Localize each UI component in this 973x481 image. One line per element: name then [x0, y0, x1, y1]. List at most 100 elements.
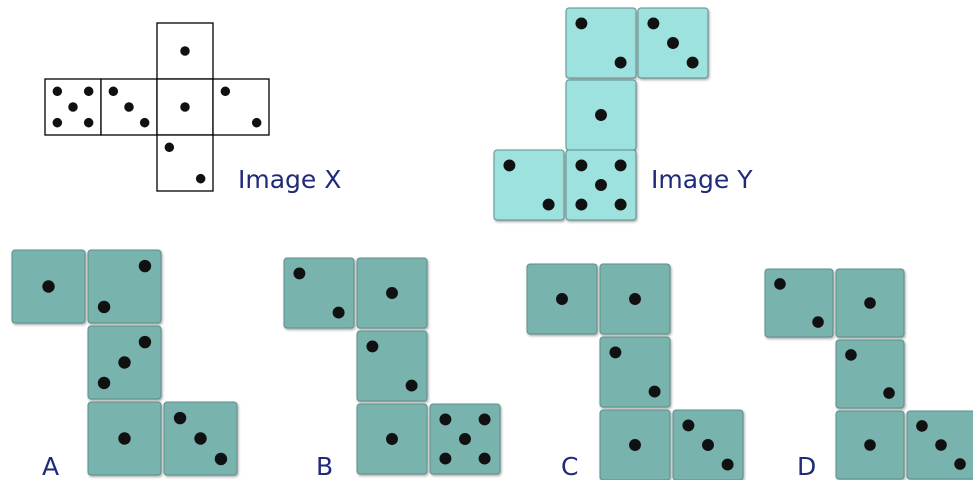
- pip: [556, 293, 568, 305]
- pip: [386, 433, 398, 445]
- die-face: [156, 134, 214, 192]
- option-d-label[interactable]: D: [797, 452, 817, 481]
- die-face: [429, 403, 501, 475]
- die-face: [44, 78, 102, 136]
- pip: [609, 346, 622, 359]
- die-face: [599, 336, 671, 408]
- pip: [332, 306, 345, 319]
- pip: [682, 419, 695, 432]
- pip: [812, 316, 824, 328]
- option-c-net[interactable]: [526, 263, 744, 480]
- pip: [194, 432, 207, 445]
- pip: [647, 17, 660, 30]
- die-face: [212, 78, 270, 136]
- pip: [542, 198, 555, 211]
- pip: [503, 159, 516, 172]
- pip: [459, 433, 471, 445]
- die-face: [11, 249, 86, 324]
- image-x-net: [44, 22, 270, 192]
- pip: [124, 102, 134, 112]
- pip: [667, 37, 679, 49]
- pip: [478, 452, 491, 465]
- die-face: [764, 268, 834, 338]
- die-face: [493, 149, 565, 221]
- die-face: [100, 78, 158, 136]
- pip: [251, 117, 262, 128]
- die-face: [356, 257, 428, 329]
- pip: [366, 340, 379, 353]
- pip: [220, 86, 231, 97]
- pip: [386, 287, 398, 299]
- pip: [293, 267, 306, 280]
- pip: [721, 458, 734, 471]
- die-face: [565, 7, 637, 79]
- pip: [864, 297, 876, 309]
- option-a-net[interactable]: [11, 249, 238, 476]
- pip: [164, 142, 175, 153]
- pip: [883, 387, 895, 399]
- pip: [108, 86, 119, 97]
- die-face: [87, 249, 162, 324]
- image-x-label: Image X: [238, 165, 342, 194]
- pip: [68, 102, 78, 112]
- die-face: [526, 263, 598, 335]
- pip: [702, 439, 714, 451]
- pip: [845, 349, 857, 361]
- pip: [774, 278, 786, 290]
- pip: [214, 452, 228, 466]
- pip: [629, 293, 641, 305]
- pip: [575, 17, 588, 30]
- pip: [97, 376, 111, 390]
- pip: [439, 413, 452, 426]
- pip: [864, 439, 876, 451]
- die-face: [637, 7, 709, 79]
- pip: [935, 439, 947, 451]
- pip: [478, 413, 491, 426]
- pip: [180, 102, 190, 112]
- option-c-label[interactable]: C: [561, 452, 579, 481]
- option-a-label[interactable]: A: [42, 452, 60, 481]
- die-face: [835, 339, 905, 409]
- pip: [629, 439, 641, 451]
- die-face: [87, 401, 162, 476]
- pip: [42, 280, 55, 293]
- pip: [52, 117, 63, 128]
- pip: [686, 56, 699, 69]
- die-face: [599, 409, 671, 480]
- pip: [118, 356, 131, 369]
- pip: [614, 198, 627, 211]
- pip: [916, 420, 928, 432]
- pip: [138, 335, 152, 349]
- die-face: [356, 403, 428, 475]
- pip: [405, 379, 418, 392]
- die-face: [356, 330, 428, 402]
- image-y-label: Image Y: [651, 165, 753, 194]
- pip: [97, 300, 111, 314]
- die-face: [565, 79, 637, 151]
- image-y-net: [493, 7, 709, 221]
- pip: [595, 179, 607, 191]
- pip: [439, 452, 452, 465]
- die-face: [835, 268, 905, 338]
- die-face: [163, 401, 238, 476]
- die-face: [156, 78, 214, 136]
- pip: [614, 159, 627, 172]
- die-face: [156, 22, 214, 80]
- die-face: [599, 263, 671, 335]
- option-b-label[interactable]: B: [316, 452, 334, 481]
- pip: [83, 86, 94, 97]
- die-face: [835, 410, 905, 480]
- pip: [118, 432, 131, 445]
- pip: [595, 109, 607, 121]
- die-face: [87, 325, 162, 400]
- option-b-net[interactable]: [283, 257, 501, 475]
- pip: [195, 173, 206, 184]
- die-face: [906, 410, 973, 480]
- pip: [173, 411, 187, 425]
- pip: [648, 385, 661, 398]
- option-d-net[interactable]: [764, 268, 973, 480]
- die-face: [672, 409, 744, 480]
- pip: [954, 458, 966, 470]
- pip: [139, 117, 150, 128]
